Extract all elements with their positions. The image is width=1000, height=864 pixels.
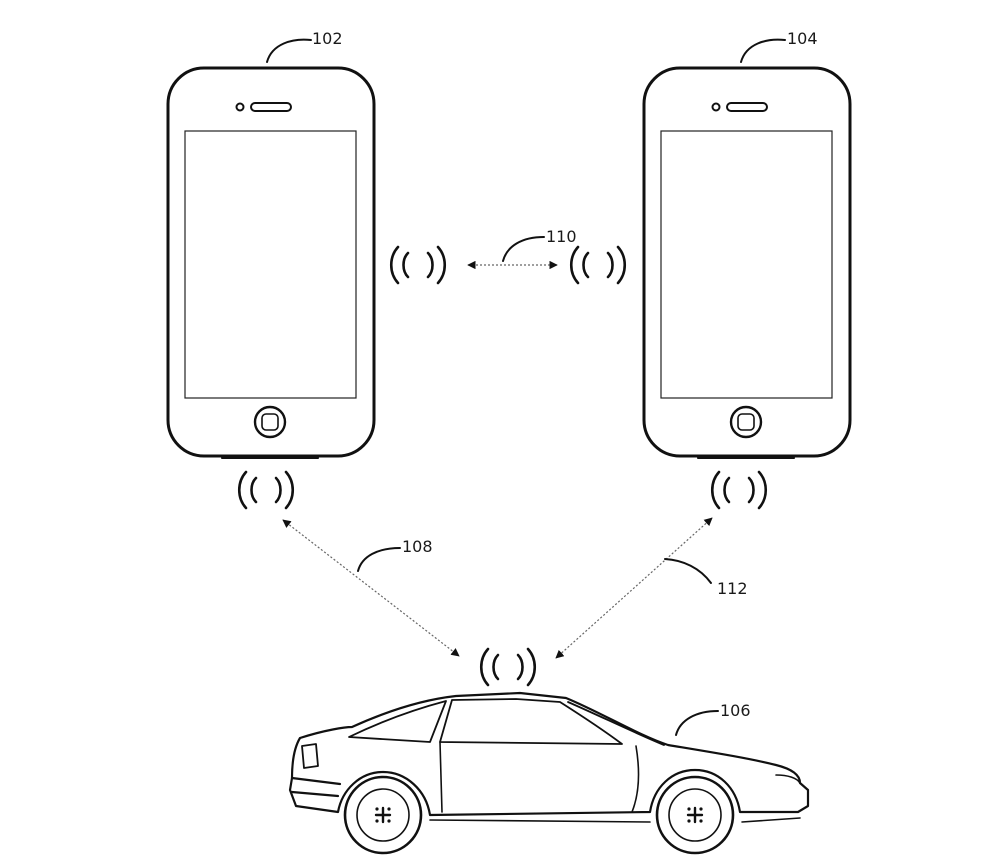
vehicle: [288, 691, 810, 855]
label-phone-right: 104: [787, 29, 818, 48]
label-vehicle: 106: [720, 701, 751, 720]
home-button: [729, 405, 763, 439]
link-right-vehicle: [555, 517, 713, 659]
phone-right: [642, 66, 852, 459]
phone-left: [166, 66, 376, 459]
signal-icon: [237, 470, 295, 510]
signal-icon: [569, 245, 627, 285]
front-wheel: [655, 775, 735, 855]
link-left-vehicle: [282, 519, 460, 657]
signal-icon: [479, 647, 537, 687]
rear-wheel: [343, 775, 423, 855]
home-button: [253, 405, 287, 439]
label-link-right-vehicle: 112: [717, 579, 748, 598]
signal-icon: [389, 245, 447, 285]
signal-icon: [710, 470, 768, 510]
label-link-phones: 110: [546, 227, 577, 246]
label-link-left-vehicle: 108: [402, 537, 433, 556]
label-phone-left: 102: [312, 29, 343, 48]
